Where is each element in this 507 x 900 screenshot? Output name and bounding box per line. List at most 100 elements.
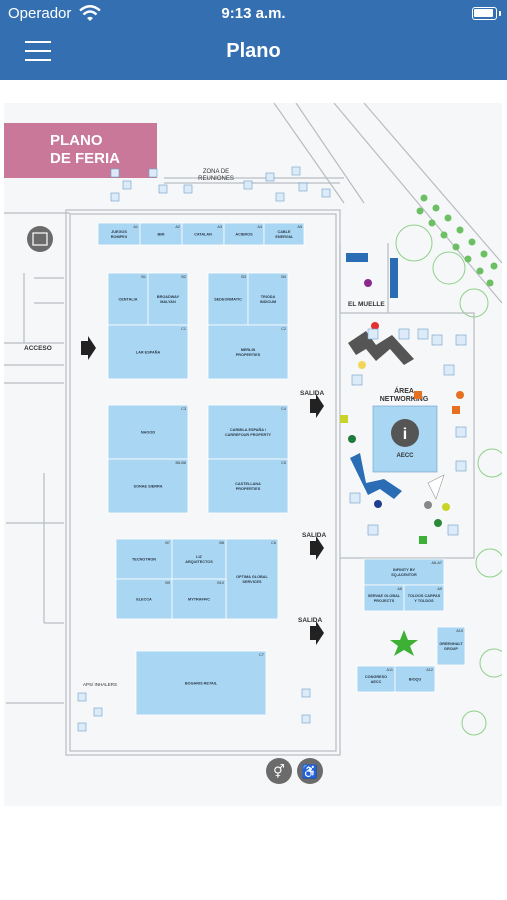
booth-code: B4 — [281, 275, 286, 279]
booth-rect — [107, 458, 189, 514]
exit-arrow-icon — [310, 536, 324, 560]
meeting-zone-line-1: ZONA DE — [203, 169, 229, 175]
booth-name: PROPERTIES — [236, 487, 261, 491]
muelle-bar — [390, 258, 398, 298]
booth-name: BIOQU — [409, 678, 422, 682]
meeting-zone-line-2: REUNIONES — [198, 176, 234, 182]
networking-line-1: ÁREA — [394, 386, 414, 395]
booth-name: BMI — [158, 233, 165, 237]
booth-code: A9 — [437, 587, 442, 591]
menu-button[interactable] — [25, 41, 51, 61]
exit-arrow-icon — [310, 621, 324, 645]
floor-plan-svg: PLANO DE FERIA ZONA DE REUNIONES ACCESO … — [4, 103, 502, 784]
booth-name: ROMPEX — [111, 235, 128, 239]
booth-code: C5 — [281, 461, 286, 465]
booth-code: B1 — [141, 275, 146, 279]
booth-name: SERVICES — [242, 580, 262, 584]
info-icon[interactable] — [391, 419, 419, 447]
booth-layer: A1JUEGOSROMPEXA2BMIA3CATALANA4ACIEROSA5C… — [97, 222, 466, 716]
page-title: Plano — [226, 40, 281, 62]
tree-row — [416, 194, 498, 287]
meeting-tables — [110, 166, 331, 202]
rest-area-label: APS/ INHALERS — [83, 682, 117, 687]
exit-label: SALIDA — [298, 617, 323, 624]
booth-code: B2 — [181, 275, 186, 279]
info-glyph: i — [403, 426, 407, 443]
elevator-glyph — [32, 232, 48, 246]
networking-structure — [350, 453, 402, 499]
booth-rect — [115, 538, 173, 580]
restroom-icon — [266, 758, 292, 784]
booth-code: A3 — [217, 225, 222, 229]
booth-name: TECNOTRON — [132, 558, 156, 562]
booth-code: B7 — [165, 541, 170, 545]
booth-name: PROPERTIES — [236, 353, 261, 357]
floor-plan[interactable]: PLANO DE FERIA ZONA DE REUNIONES ACCESO … — [4, 103, 502, 806]
booth-name: SERVAE GLOBAL — [368, 594, 401, 598]
elevator-icon — [27, 226, 53, 252]
wifi-icon — [79, 5, 101, 21]
networking-line-2: NETWORKING — [380, 396, 429, 403]
booth-rect — [356, 665, 396, 693]
booth-name: MYTRAFFIC — [188, 598, 210, 602]
booth-name: LAR ESPAÑA — [136, 350, 161, 355]
booth-name: NHOOD — [141, 431, 155, 435]
booth-name: CARMILA ESPAÑA / — [230, 427, 267, 432]
booth-code: A2 — [175, 225, 180, 229]
clock: 9:13 a.m. — [221, 5, 286, 22]
booth-name: ELECCA — [136, 598, 152, 602]
booth-rect — [363, 558, 445, 586]
exit-arrow-icon — [310, 394, 324, 418]
muelle-bar — [346, 253, 368, 262]
muelle-dot — [364, 279, 372, 287]
booth-code: A5 — [297, 225, 302, 229]
booth-name: CONGRESO — [365, 675, 387, 679]
accessible-glyph: ♿ — [302, 764, 318, 779]
booth-rect — [207, 324, 289, 380]
battery-tip — [499, 11, 501, 16]
booth-name: ENERGIA — [275, 235, 293, 239]
booth-name: ARQUITECTOS — [185, 560, 213, 564]
booth-name: CASTELLANA — [235, 482, 261, 486]
menu-bar — [25, 59, 51, 61]
booth-code: B3 — [241, 275, 246, 279]
greenery — [395, 224, 502, 736]
booth-rect — [147, 272, 189, 326]
booth-code: A11 — [387, 668, 393, 672]
booth-name: BOGARIS RETAIL — [185, 682, 218, 686]
networking-tables — [349, 328, 467, 536]
app-header: Operador 9:13 a.m. Plano — [0, 0, 507, 80]
booth-rect — [225, 538, 279, 620]
restroom-glyph: ⚥ — [273, 764, 285, 779]
booth-name: Y TOLDOS — [414, 599, 434, 603]
banner-line-1: PLANO — [50, 132, 103, 149]
booth-name: MALYAN — [160, 300, 176, 304]
